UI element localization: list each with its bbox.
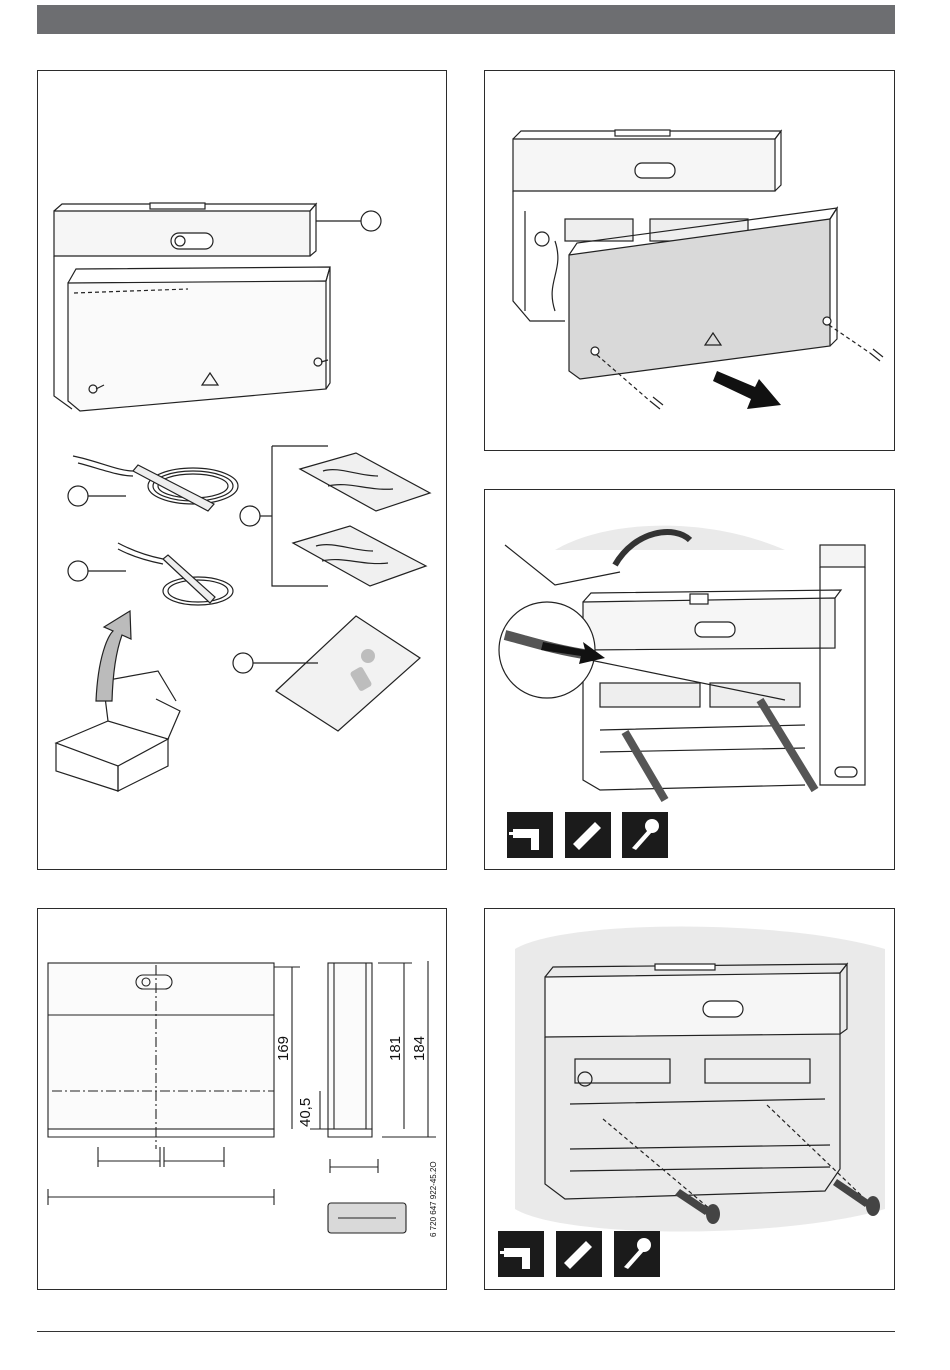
wall-plug-icon xyxy=(556,1231,602,1277)
document-number: 6 720 647 922-45.2O xyxy=(429,1161,438,1237)
panel-open-module xyxy=(484,489,895,870)
remove-cover-illustration xyxy=(485,71,896,452)
drill-icon xyxy=(507,812,553,858)
footer-rule xyxy=(37,1331,895,1332)
dimension-181: 181 xyxy=(387,1036,404,1061)
wall-plug-icon xyxy=(565,812,611,858)
scope-of-delivery-illustration xyxy=(38,71,448,871)
dimension-184: 184 xyxy=(411,1036,428,1061)
wall-mounting-illustration xyxy=(485,909,896,1291)
panel-remove-cover xyxy=(484,70,895,451)
dimension-169: 169 xyxy=(275,1036,292,1061)
dimensions-drawing: 169 40,5 181 184 6 720 647 922-45.2O xyxy=(38,909,448,1291)
panel-wall-mounting xyxy=(484,908,895,1290)
drill-icon xyxy=(498,1231,544,1277)
screw-icon xyxy=(622,812,668,858)
dimension-40-5: 40,5 xyxy=(297,1098,314,1127)
panel-scope-of-delivery xyxy=(37,70,447,870)
panel-dimensions: 169 40,5 181 184 6 720 647 922-45.2O xyxy=(37,908,447,1290)
header-bar xyxy=(37,5,895,34)
screw-icon xyxy=(614,1231,660,1277)
